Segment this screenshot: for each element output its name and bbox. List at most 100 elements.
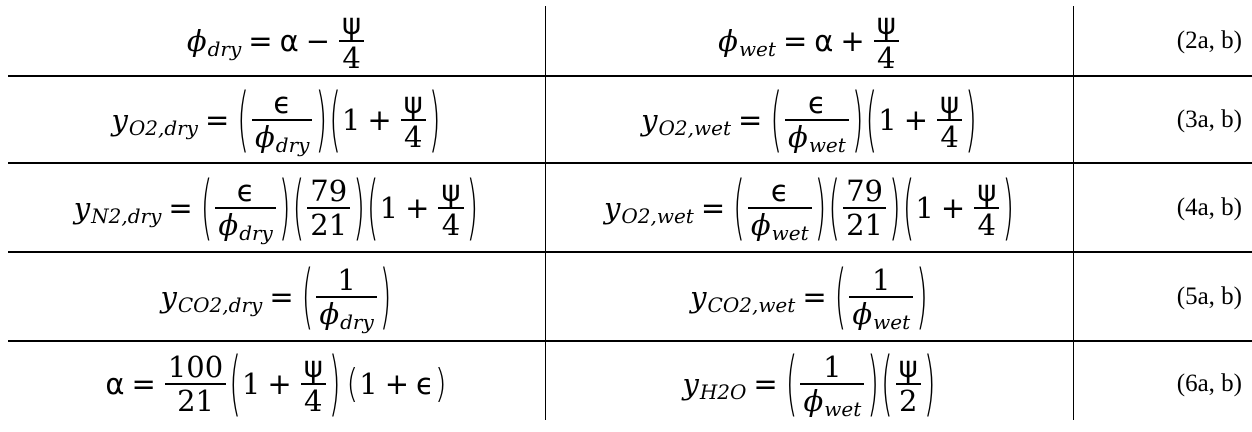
numerator: ψ — [403, 85, 423, 120]
phi-symbol: ϕ — [218, 208, 239, 242]
fraction-bar — [895, 383, 921, 385]
subscript: dry — [340, 310, 374, 335]
plus-sign: + — [903, 103, 929, 137]
epsilon-symbol: ϵ — [416, 367, 434, 401]
paren-group: ( 1 + ψ 4 ) — [328, 79, 441, 161]
right-paren: ) — [1002, 166, 1015, 250]
numerator: 1 — [823, 349, 842, 384]
denominator: 4 — [940, 120, 959, 154]
fraction-bar — [215, 207, 276, 209]
fraction-bar — [438, 207, 464, 209]
fraction: ψ 4 — [300, 350, 326, 418]
column-divider — [1073, 6, 1074, 420]
fraction-bar — [400, 119, 426, 121]
left-paren: ( — [785, 342, 798, 426]
alpha-symbol: α — [105, 367, 125, 401]
left-paren: ( — [834, 255, 847, 339]
phi-symbol: ϕ — [788, 120, 808, 154]
right-paren: ) — [965, 78, 977, 162]
equals-sign: = — [802, 280, 827, 314]
numerator: ψ — [977, 173, 997, 208]
fraction-bar — [747, 207, 812, 209]
left-paren: ( — [828, 166, 841, 250]
row-divider — [8, 75, 1252, 77]
right-paren: ) — [379, 255, 392, 339]
denominator: 4 — [977, 208, 996, 242]
right-paren: ) — [315, 78, 328, 162]
fraction-bar — [307, 207, 351, 209]
subscript: CO2,wet — [707, 293, 796, 317]
subscript: wet — [738, 37, 776, 61]
left-paren: ( — [301, 255, 314, 339]
fraction-bar — [339, 40, 365, 42]
alpha-symbol: α — [814, 24, 834, 58]
paren-group: ( 1 + ψ 4 ) — [865, 79, 978, 161]
equation-6a: α = 100 21 ( 1 + ψ 4 ) — [8, 342, 545, 426]
fraction-bar — [974, 207, 1000, 209]
left-paren: ( — [237, 78, 250, 162]
alpha-symbol: α — [279, 24, 299, 58]
right-paren: ) — [888, 166, 901, 250]
y-symbol: y — [682, 367, 699, 401]
subscript: O2,wet — [621, 204, 694, 228]
equation-number: (3a, b) — [1176, 106, 1242, 133]
equals-sign: = — [738, 103, 763, 137]
equation-number-cell: (2a, b) — [1074, 6, 1246, 76]
row-divider — [8, 340, 1252, 342]
denominator: 21 — [177, 384, 214, 418]
fraction-bar — [785, 119, 849, 121]
fraction-bar — [164, 383, 227, 385]
plus-sign: + — [940, 191, 966, 225]
fraction: ψ 4 — [438, 173, 464, 242]
equation-number-cell: (4a, b) — [1074, 164, 1246, 252]
y-symbol: y — [160, 280, 177, 314]
y-symbol: y — [111, 103, 128, 137]
subscript: CO2,dry — [177, 293, 263, 317]
left-paren: ( — [880, 342, 893, 426]
phi-symbol: ϕ — [852, 297, 873, 331]
left-paren: ( — [902, 166, 915, 250]
fraction: ψ 4 — [873, 7, 899, 74]
left-paren: ( — [770, 78, 783, 162]
left-paren: ( — [292, 166, 305, 250]
right-paren: ) — [916, 255, 928, 339]
phi-symbol: ϕ — [803, 384, 824, 418]
fraction: ψ 4 — [974, 173, 1000, 242]
equation-number-cell: (5a, b) — [1074, 253, 1246, 341]
fraction-bar — [937, 119, 963, 121]
plus-sign: + — [384, 367, 410, 401]
y-symbol: y — [690, 280, 707, 314]
denominator: 4 — [441, 208, 461, 242]
fraction-bar — [252, 119, 313, 121]
right-paren: ) — [278, 166, 291, 250]
minus-sign: − — [305, 24, 331, 58]
subscript: wet — [808, 133, 846, 158]
subscript: wet — [824, 397, 862, 422]
denominator: 21 — [310, 208, 348, 242]
numerator: ψ — [441, 173, 461, 208]
denominator: 4 — [304, 384, 323, 418]
fraction: ψ 4 — [400, 85, 426, 153]
equation-number: (4a, b) — [1176, 194, 1242, 221]
phi-symbol: ϕ — [319, 297, 340, 331]
numerator: 1 — [337, 262, 356, 297]
right-paren: ) — [814, 166, 827, 250]
equals-sign: = — [782, 24, 808, 58]
